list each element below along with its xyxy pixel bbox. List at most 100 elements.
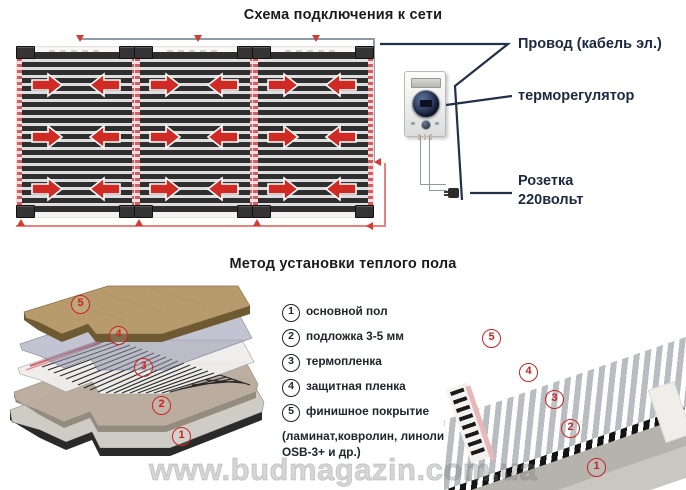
panel-arrow-left-1: [88, 72, 122, 98]
panel-clamp-top-right[interactable]: [355, 46, 374, 59]
label-socket-line2: 220вольт: [518, 192, 584, 208]
label-socket-line1: Розетка: [518, 173, 574, 189]
panel-arrow-left-1: [206, 72, 240, 98]
label-thermostat: терморегулятор: [518, 88, 635, 104]
legend-label: подложка 3-5 мм: [306, 329, 404, 343]
panel-arrow-right-3: [30, 176, 64, 202]
legend-number: 3: [282, 354, 300, 372]
panel-busbar-left: [135, 52, 140, 212]
panel-busbar-left: [17, 52, 22, 212]
bottom-return-wire-right-riser: [384, 163, 386, 227]
mid-wire-direction-arrow: [374, 158, 381, 166]
thermostat-led-right: [435, 122, 439, 125]
power-plug-icon: [444, 187, 462, 199]
legend-number: 4: [282, 379, 300, 397]
layer-marker-5: 5: [71, 295, 90, 314]
legend-item-1: 1 основной пол: [282, 304, 472, 322]
panel-1-bottom-tick: [17, 219, 25, 226]
panel-busbar-left: [253, 52, 258, 212]
panel-arrow-right-2: [30, 124, 64, 150]
thermostat-knob[interactable]: [412, 90, 440, 118]
panel-arrow-right-3: [148, 176, 182, 202]
panel-arrow-right-2: [148, 124, 182, 150]
layers-legend: 1 основной пол 2 подложка 3-5 мм 3 термо…: [282, 304, 472, 460]
panel-arrow-left-3: [206, 176, 240, 202]
plug-pin-top: [444, 191, 449, 193]
label-wire: Провод (кабель эл.): [518, 36, 662, 52]
panel-clamp-bottom-right[interactable]: [355, 205, 374, 218]
plug-body: [448, 188, 459, 198]
panel-arrow-right-1: [148, 72, 182, 98]
photo-marker-1: 1: [587, 458, 606, 477]
legend-item-3: 3 термопленка: [282, 354, 472, 372]
panel-1-top-tick: [76, 35, 84, 42]
thermostat-power-lead-vertical: [429, 135, 431, 191]
legend-item-4: 4 защитная пленка: [282, 379, 472, 397]
thermostat-lead-2: [424, 134, 426, 140]
panel-clamp-bottom-left[interactable]: [134, 205, 153, 218]
panel-arrow-right-2: [266, 124, 300, 150]
heating-film-panel-1[interactable]: [16, 44, 138, 220]
panel-clamp-top-left[interactable]: [134, 46, 153, 59]
panel-busbar-right: [368, 52, 373, 212]
panel-arrow-left-3: [324, 176, 358, 202]
panel-clamp-bottom-left[interactable]: [252, 205, 271, 218]
thermostat-power-lead-horizontal: [429, 190, 447, 192]
installation-photo: 5 4 3 2 1: [444, 288, 686, 490]
panel-clamp-bottom-left[interactable]: [16, 205, 35, 218]
panel-arrow-left-1: [324, 72, 358, 98]
panel-arrow-left-2: [206, 124, 240, 150]
panel-arrow-left-2: [88, 124, 122, 150]
heating-film-panels-group: [0, 0, 400, 240]
panel-clamp-top-left[interactable]: [16, 46, 35, 59]
photo-marker-2: 2: [561, 419, 580, 438]
legend-number: 5: [282, 404, 300, 422]
legend-label: термопленка: [306, 354, 382, 368]
legend-label: финишное покрытие: [306, 404, 430, 418]
legend-item-2: 2 подложка 3-5 мм: [282, 329, 472, 347]
thermostat-display: [411, 78, 441, 88]
thermostat-button[interactable]: [421, 120, 431, 130]
panel-3-top-tick: [312, 35, 320, 42]
legend-item-5: 5 финишное покрытие: [282, 404, 472, 422]
heating-film-panel-2[interactable]: [134, 44, 256, 220]
panel-clamp-top-left[interactable]: [252, 46, 271, 59]
photo-marker-3: 3: [545, 390, 564, 409]
thermostat-device[interactable]: [404, 71, 446, 140]
panel-arrow-left-2: [324, 124, 358, 150]
legend-note-line-1: (ламинат,ковролин, линолиум,: [282, 429, 463, 443]
thermostat-lead-1: [418, 134, 420, 140]
section-title-installation-method: Метод установки теплого пола: [229, 256, 457, 272]
thermostat-lead-3: [430, 134, 432, 140]
bottom-return-wire: [16, 225, 386, 227]
panel-arrow-left-3: [88, 176, 122, 202]
bottom-wire-direction-arrow: [366, 222, 373, 230]
layer-marker-2: 2: [152, 396, 171, 415]
legend-label: защитная пленка: [306, 379, 406, 393]
legend-number: 2: [282, 329, 300, 347]
legend-label: основной пол: [306, 304, 388, 318]
layer-marker-4: 4: [109, 326, 128, 345]
panel-arrow-right-1: [266, 72, 300, 98]
legend-number: 1: [282, 304, 300, 322]
panel-feed-lead-horizontal: [420, 184, 446, 186]
photo-marker-4: 4: [519, 363, 538, 382]
heating-film-panel-3[interactable]: [252, 44, 374, 220]
leader-wire: [380, 42, 512, 201]
panel-2-bottom-tick: [135, 219, 143, 226]
panel-2-top-tick: [194, 35, 202, 42]
panel-arrow-right-1: [30, 72, 64, 98]
legend-note-line-2: OSB-3+ и др.): [282, 444, 361, 459]
panel-arrow-right-3: [266, 176, 300, 202]
exploded-layer-diagram: 5 4 3 2 1: [0, 282, 276, 464]
leader-lines: [380, 42, 513, 201]
leader-thermostat: [445, 94, 513, 107]
photo-marker-5: 5: [482, 329, 501, 348]
layer-marker-1: 1: [172, 427, 191, 446]
thermostat-led-left: [411, 122, 415, 125]
plug-pin-bottom: [444, 194, 449, 196]
section-title-connection-scheme: Схема подключения к сети: [243, 7, 443, 23]
panel-3-bottom-tick: [253, 219, 261, 226]
panel-feed-lead-vertical: [420, 135, 422, 185]
